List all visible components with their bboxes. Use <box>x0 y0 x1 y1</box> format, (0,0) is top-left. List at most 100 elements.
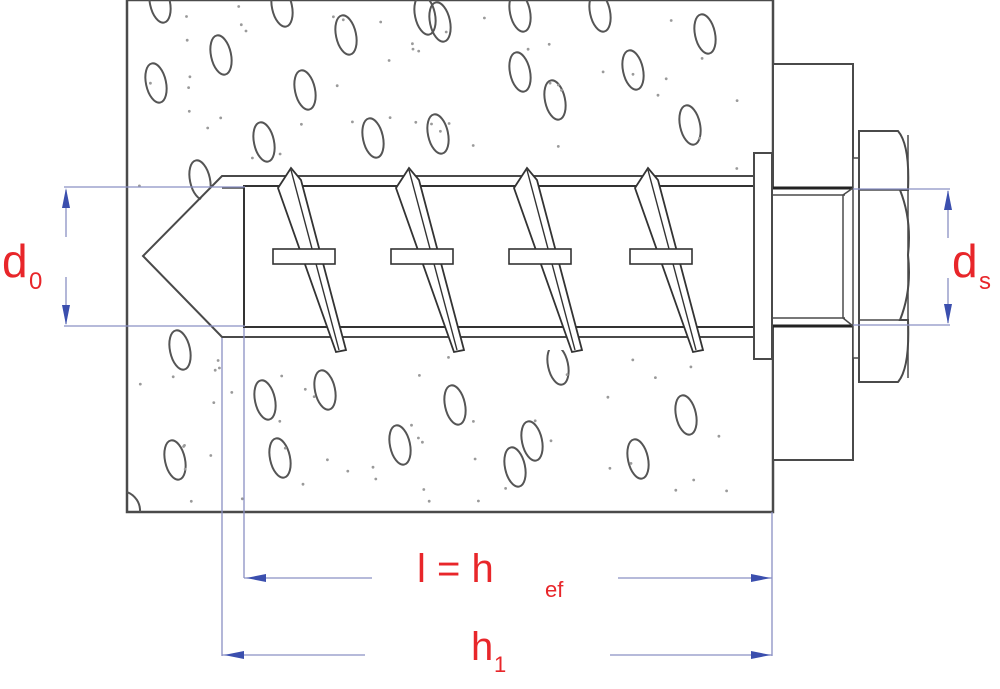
speckle <box>212 401 216 404</box>
aggregate-stone <box>388 424 412 466</box>
aggregate-stone <box>678 104 702 146</box>
speckle <box>341 18 345 22</box>
aggregate-stone <box>426 113 450 155</box>
thread-notch <box>272 248 336 265</box>
aggregate-stone <box>621 49 645 91</box>
speckle <box>371 465 375 469</box>
label-l-hef: l = h ef <box>417 547 564 602</box>
speckle <box>301 482 305 486</box>
speckle <box>187 109 191 113</box>
speckle <box>388 116 392 119</box>
arrow-left-icon <box>246 574 266 582</box>
concrete-speckles <box>138 5 739 503</box>
aggregate-stone <box>163 439 187 481</box>
thread-notch <box>629 248 693 265</box>
speckle <box>183 467 187 471</box>
arrow-up-icon <box>944 190 952 210</box>
speckle <box>171 375 175 379</box>
aggregate-stone <box>443 384 467 426</box>
aggregate-stone <box>413 0 437 36</box>
label-h1-sub: 1 <box>494 652 506 677</box>
speckle <box>278 419 282 423</box>
aggregate-stone <box>144 62 168 104</box>
speckle <box>189 499 193 503</box>
speckle <box>351 120 354 124</box>
speckle <box>332 15 335 19</box>
speckle <box>418 374 421 377</box>
label-l-sub: ef <box>545 577 564 602</box>
concrete-aggregate <box>144 0 717 488</box>
speckle <box>411 47 415 51</box>
speckle <box>629 462 633 465</box>
aggregate-stone <box>543 79 567 121</box>
speckle <box>549 439 553 443</box>
speckle <box>472 420 475 423</box>
speckle <box>692 478 696 482</box>
dimension-lines <box>62 186 952 659</box>
arrow-right-icon <box>751 574 771 582</box>
screw-threads <box>272 166 705 354</box>
aggregate-stone <box>268 437 292 479</box>
aggregate-stone <box>626 438 650 480</box>
speckle <box>560 88 563 92</box>
speckle <box>439 129 442 133</box>
speckle <box>689 365 693 369</box>
speckle <box>725 489 728 493</box>
speckle <box>422 488 426 491</box>
speckle <box>504 487 507 490</box>
speckle <box>303 387 307 391</box>
speckle <box>421 440 424 444</box>
speckle <box>244 29 248 33</box>
label-ds-main: d <box>952 235 978 287</box>
label-d0-main: d <box>2 235 28 287</box>
speckle <box>149 81 152 85</box>
speckle <box>601 70 605 74</box>
speckle <box>483 16 486 20</box>
label-h1: h 1 <box>471 625 506 677</box>
aggregate-stone <box>508 51 532 93</box>
speckle <box>218 366 221 370</box>
speckle <box>417 436 420 440</box>
aggregate-stone <box>693 13 717 55</box>
speckle <box>606 395 610 399</box>
speckle <box>185 15 188 18</box>
speckle <box>346 469 350 473</box>
speckle <box>379 20 383 24</box>
arrow-left-icon <box>224 651 244 659</box>
speckle <box>444 30 448 34</box>
speckle <box>698 136 701 140</box>
screw-shank <box>773 186 854 328</box>
speckle <box>213 368 217 372</box>
speckle <box>631 358 635 362</box>
speckle <box>526 47 530 51</box>
aggregate-stone <box>209 34 233 76</box>
speckle <box>251 156 254 160</box>
label-ds-sub: s <box>979 268 991 295</box>
speckle <box>188 75 192 79</box>
aggregate-stone <box>361 117 385 159</box>
speckle <box>230 391 234 394</box>
speckle <box>556 83 560 87</box>
speckle <box>477 499 480 503</box>
speckle <box>473 457 477 461</box>
speckle <box>219 116 223 120</box>
speckle <box>608 466 612 470</box>
speckle <box>717 434 721 438</box>
aggregate-stone <box>148 0 172 24</box>
speckle <box>447 122 451 125</box>
aggregate-stone <box>252 121 276 163</box>
label-l-main: l = h <box>417 547 494 591</box>
speckle <box>417 49 421 53</box>
speckle <box>138 382 142 386</box>
aggregate-stone <box>334 14 358 56</box>
arrow-up-icon <box>62 188 70 208</box>
speckle <box>280 374 284 378</box>
speckle <box>447 356 450 359</box>
screw-anchor <box>243 166 757 354</box>
aggregate-stone <box>588 0 612 33</box>
speckle <box>374 477 378 481</box>
speckle <box>674 488 678 492</box>
aggregate-stone <box>270 0 294 28</box>
speckle <box>565 373 569 376</box>
